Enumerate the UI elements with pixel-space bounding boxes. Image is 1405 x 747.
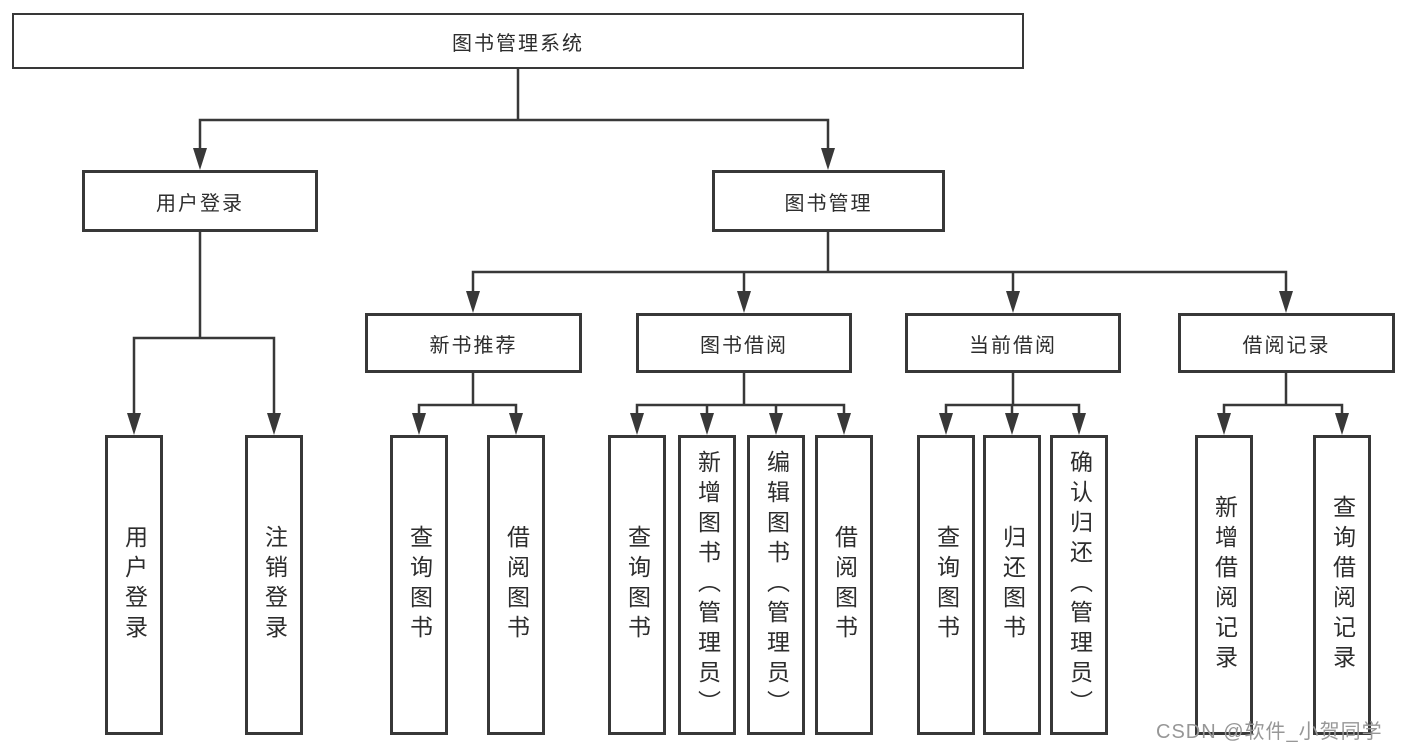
node-root-library-system: 图书管理系统 — [12, 13, 1024, 69]
node-leaf-add-book-admin: 新增图书（管理员） — [678, 435, 736, 735]
node-leaf-confirm-return-admin: 确认归还（管理员） — [1050, 435, 1108, 735]
node-label: 借阅记录 — [1242, 334, 1331, 357]
node-label: 图书借阅 — [700, 334, 788, 357]
node-book-management-branch: 图书管理 — [712, 170, 945, 232]
node-leaf-query-books-recommend: 查询图书 — [390, 435, 448, 735]
node-leaf-query-books-borrowing: 查询图书 — [608, 435, 666, 735]
node-leaf-logout: 注销登录 — [245, 435, 303, 735]
node-label: 用户登录 — [156, 192, 244, 215]
node-leaf-user-login: 用户登录 — [105, 435, 163, 735]
node-label: 归还图书 — [999, 525, 1026, 645]
node-label: 新增图书（管理员） — [694, 450, 721, 720]
node-label: 新书推荐 — [429, 334, 518, 357]
node-leaf-borrow-books-borrowing: 借阅图书 — [815, 435, 873, 735]
node-leaf-borrow-books-recommend: 借阅图书 — [487, 435, 545, 735]
node-borrowing-records: 借阅记录 — [1178, 313, 1395, 373]
csdn-watermark: CSDN @软件_小贺同学 — [1156, 721, 1383, 743]
node-label: 借阅图书 — [503, 525, 530, 645]
node-label: 查询借阅记录 — [1329, 495, 1356, 675]
node-label: 查询图书 — [406, 525, 433, 645]
node-label: 当前借阅 — [969, 334, 1057, 357]
node-label: 编辑图书（管理员） — [763, 450, 790, 720]
node-leaf-edit-book-admin: 编辑图书（管理员） — [747, 435, 805, 735]
node-book-borrowing: 图书借阅 — [636, 313, 852, 373]
node-user-login-branch: 用户登录 — [82, 170, 318, 232]
node-current-borrowing: 当前借阅 — [905, 313, 1121, 373]
node-label: 用户登录 — [121, 525, 148, 645]
node-leaf-add-borrow-record: 新增借阅记录 — [1195, 435, 1253, 735]
node-label: 查询图书 — [933, 525, 960, 645]
node-leaf-return-book: 归还图书 — [983, 435, 1041, 735]
node-label: 确认归还（管理员） — [1066, 450, 1093, 720]
node-new-book-recommendation: 新书推荐 — [365, 313, 582, 373]
node-label: 新增借阅记录 — [1211, 495, 1238, 675]
node-label: 注销登录 — [261, 525, 288, 645]
node-label: 图书管理 — [784, 192, 873, 215]
node-label: 借阅图书 — [831, 525, 858, 645]
node-leaf-query-borrow-record: 查询借阅记录 — [1313, 435, 1371, 735]
node-label: 查询图书 — [624, 525, 651, 645]
node-root-label: 图书管理系统 — [452, 32, 584, 55]
node-leaf-query-books-current: 查询图书 — [917, 435, 975, 735]
